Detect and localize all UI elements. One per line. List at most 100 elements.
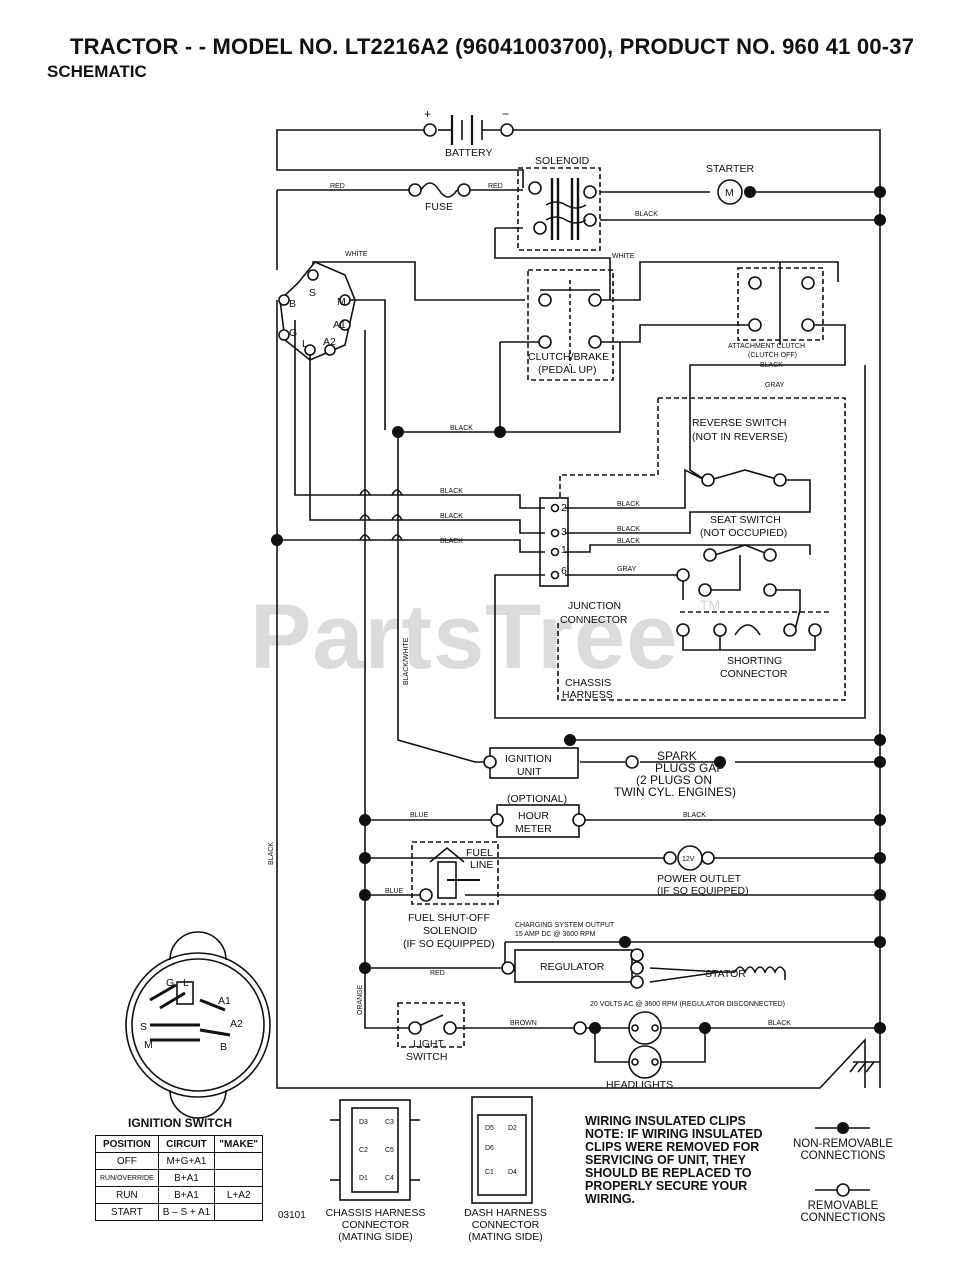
ignition-switch-face (125, 931, 271, 1119)
page-subtitle: SCHEMATIC (47, 62, 147, 81)
ignition-switch-title: IGNITION SWITCH (128, 1116, 232, 1130)
shorting-sub: CONNECTOR (720, 668, 788, 680)
table-row: START B – S + A1 (95, 1203, 264, 1221)
ign-face-a1: A1 (218, 995, 231, 1007)
chassis-pin-c5: C5 (385, 1147, 394, 1154)
reverse-switch-label: REVERSE SWITCH (692, 417, 787, 429)
fuse (408, 182, 471, 198)
non-removable-connections (271, 186, 886, 1034)
wire-label-black-3: BLACK (450, 425, 473, 432)
seat-switch-label: SEAT SWITCH (710, 514, 781, 526)
caption-line: CONNECTOR (341, 1219, 410, 1231)
ignition-switch-terminals (278, 261, 356, 361)
caption-line: DASH HARNESS (464, 1207, 547, 1219)
optional-label: (OPTIONAL) (507, 793, 567, 805)
spark-label-2: PLUGS GAP (655, 761, 724, 775)
chassis-pin-c2: C2 (359, 1147, 368, 1154)
col-position: POSITION (95, 1135, 159, 1153)
dash-pin-d2: D2 (508, 1125, 517, 1132)
hour-meter-label: HOUR (518, 810, 549, 822)
stator-note: 20 VOLTS AC @ 3600 RPM (REGULATOR DISCON… (590, 1001, 785, 1008)
dash-pin-c1: C1 (485, 1169, 494, 1176)
cell: START (95, 1203, 159, 1221)
charging-label: CHARGING SYSTEM OUTPUT (515, 922, 615, 929)
cell: B+A1 (157, 1169, 216, 1187)
ign-face-b: B (220, 1041, 227, 1053)
dash-harness-connector-drawing (471, 1096, 533, 1204)
page-title: TRACTOR - - MODEL NO. LT2216A2 (96041003… (70, 34, 915, 59)
fuel-solenoid-sub: SOLENOID (423, 925, 478, 937)
chassis-pin-c4: C4 (385, 1175, 394, 1182)
clips-heading: WIRING INSULATED CLIPS (585, 1114, 746, 1128)
cell: RUN (95, 1186, 159, 1204)
cell: B – S + A1 (157, 1203, 216, 1221)
wire-label-blue-2: BLUE (385, 888, 404, 895)
starter-label: STARTER (706, 163, 754, 175)
solenoid-label: SOLENOID (535, 155, 590, 167)
wire-label-black-5: BLACK (440, 513, 463, 520)
outlet-sub: (IF SO EQUIPPED) (657, 885, 749, 897)
chassis-pin-d1: D1 (359, 1175, 368, 1182)
chassis-sub: HARNESS (562, 689, 613, 701)
fuse-label: FUSE (425, 201, 453, 213)
watermark-trademark: TM (700, 597, 721, 613)
wire-label-blue-1: BLUE (410, 812, 429, 819)
cell (214, 1203, 264, 1221)
connection-circles (408, 755, 644, 1035)
wire-label-black-12: BLACK (768, 1020, 791, 1027)
wire-label-white-2: WHITE (612, 253, 635, 260)
wire-label-white-1: WHITE (345, 251, 368, 258)
regulator-label: REGULATOR (540, 961, 605, 973)
chassis-label: CHASSIS (565, 677, 611, 689)
junction-pin-6: 6 (561, 565, 567, 577)
fuel-solenoid (411, 841, 499, 905)
term-l: L (302, 338, 308, 350)
fuel-solenoid-label: FUEL SHUT-OFF (408, 912, 490, 924)
stator-label: STATOR (705, 968, 746, 980)
term-g: G (289, 327, 297, 339)
outlet-label: POWER OUTLET (657, 873, 742, 885)
wire-label-orange: ORANGE (357, 984, 364, 1015)
dash-pin-d6: D6 (485, 1145, 494, 1152)
ignition-switch-table: POSITION CIRCUIT "MAKE" OFF M+G+A1 RUN/O… (95, 1135, 264, 1221)
schematic-labels: + − BATTERY SOLENOID STARTER M FUSE RED … (140, 107, 805, 1182)
wire-label-black-4: BLACK (440, 488, 463, 495)
col-make: "MAKE" (214, 1135, 264, 1153)
wire-label-black-9: BLACK (617, 538, 640, 545)
junction-pin-3: 3 (561, 526, 567, 538)
wire-label-black-10: BLACK (268, 842, 275, 865)
wire-label-gray-1: GRAY (765, 382, 785, 389)
ign-face-s: S (140, 1021, 147, 1033)
frame-lines (276, 129, 881, 1089)
light-switch (397, 1002, 465, 1048)
fuel-solenoid-note: (IF SO EQUIPPED) (403, 938, 495, 950)
cell: M+G+A1 (157, 1152, 216, 1170)
chassis-harness-connector-drawing (330, 1099, 420, 1201)
legend-line: NON-REMOVABLE (792, 1138, 894, 1150)
battery-plus-label: + (424, 107, 431, 121)
term-m: M (337, 296, 346, 308)
chassis-pin-c3: C3 (385, 1119, 394, 1126)
term-b: B (289, 298, 296, 310)
junction-pin-1: 1 (561, 544, 567, 556)
attachment-clutch-switch (737, 262, 824, 345)
wire-label-gray-2: GRAY (617, 566, 637, 573)
battery-label: BATTERY (445, 147, 492, 159)
legend-removable: REMOVABLE CONNECTIONS (783, 1200, 903, 1224)
legend-line: REMOVABLE (807, 1200, 879, 1212)
shorting-label: SHORTING (727, 655, 782, 667)
chassis-connector-caption: CHASSIS HARNESS CONNECTOR (MATING SIDE) (318, 1207, 433, 1243)
caption-line: CONNECTOR (471, 1219, 540, 1231)
wire-label-black-white: BLACK/WHITE (403, 637, 410, 685)
seat-switch-sub: (NOT OCCUPIED) (700, 527, 787, 539)
table-row: OFF M+G+A1 (95, 1152, 264, 1170)
attachment-clutch-sub: (CLUTCH OFF) (748, 352, 797, 359)
caption-line: (MATING SIDE) (468, 1231, 543, 1243)
term-a2: A2 (323, 336, 336, 348)
starter-symbol: M (725, 187, 734, 199)
caption-line: (MATING SIDE) (338, 1231, 413, 1243)
spark-label-4: TWIN CYL. ENGINES) (614, 785, 736, 799)
wire-label-black-6: BLACK (440, 538, 463, 545)
attachment-clutch-label: ATTACHMENT CLUTCH (728, 343, 805, 350)
